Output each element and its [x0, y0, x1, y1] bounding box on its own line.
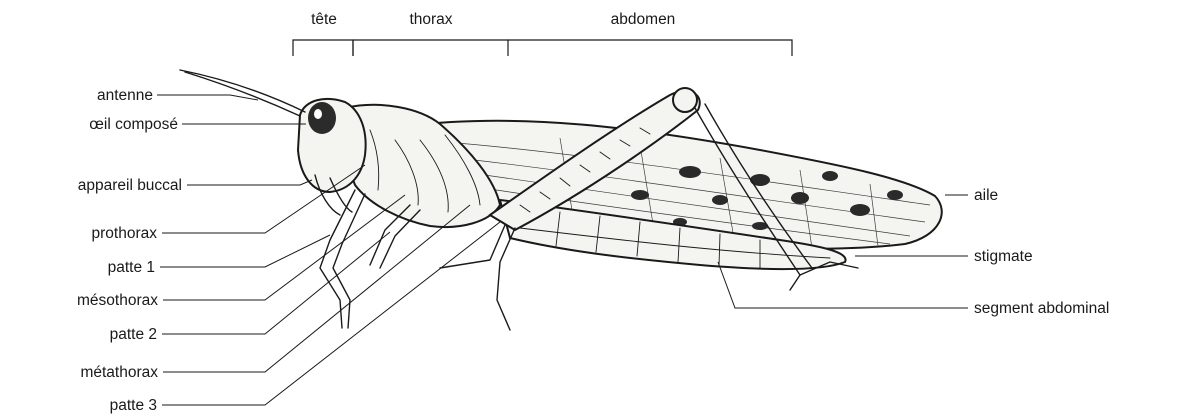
label-compound-eye: œil composé [89, 116, 178, 133]
label-abdominal-segment: segment abdominal [974, 300, 1109, 317]
region-brackets [293, 40, 792, 56]
label-spiracle: stigmate [974, 248, 1033, 265]
grasshopper-illustration [180, 70, 942, 330]
leader-mouthparts [187, 180, 312, 185]
region-label-abdomen: abdomen [611, 11, 676, 28]
bracket-abdomen [508, 40, 792, 56]
label-mouthparts: appareil buccal [78, 177, 182, 194]
knee-joint [673, 88, 697, 112]
region-label-head: tête [311, 11, 337, 28]
bracket-thorax [353, 40, 508, 56]
label-prothorax: prothorax [92, 225, 158, 242]
label-leg1: patte 1 [108, 259, 155, 276]
leader-leg3 [162, 222, 500, 405]
leader-mesothorax [163, 195, 405, 300]
leader-leg2 [162, 232, 390, 334]
label-leg2: patte 2 [110, 326, 157, 343]
compound-eye [308, 102, 336, 134]
label-mesothorax: mésothorax [77, 292, 158, 309]
label-wing: aile [974, 187, 998, 204]
leader-metathorax [163, 205, 470, 372]
label-leg3: patte 3 [110, 397, 157, 414]
label-antenna: antenne [97, 87, 153, 104]
bracket-head [293, 40, 353, 56]
leader-antenna [157, 95, 258, 100]
label-metathorax: métathorax [80, 364, 158, 381]
region-label-thorax: thorax [409, 11, 452, 28]
leader-leg1 [160, 235, 330, 267]
